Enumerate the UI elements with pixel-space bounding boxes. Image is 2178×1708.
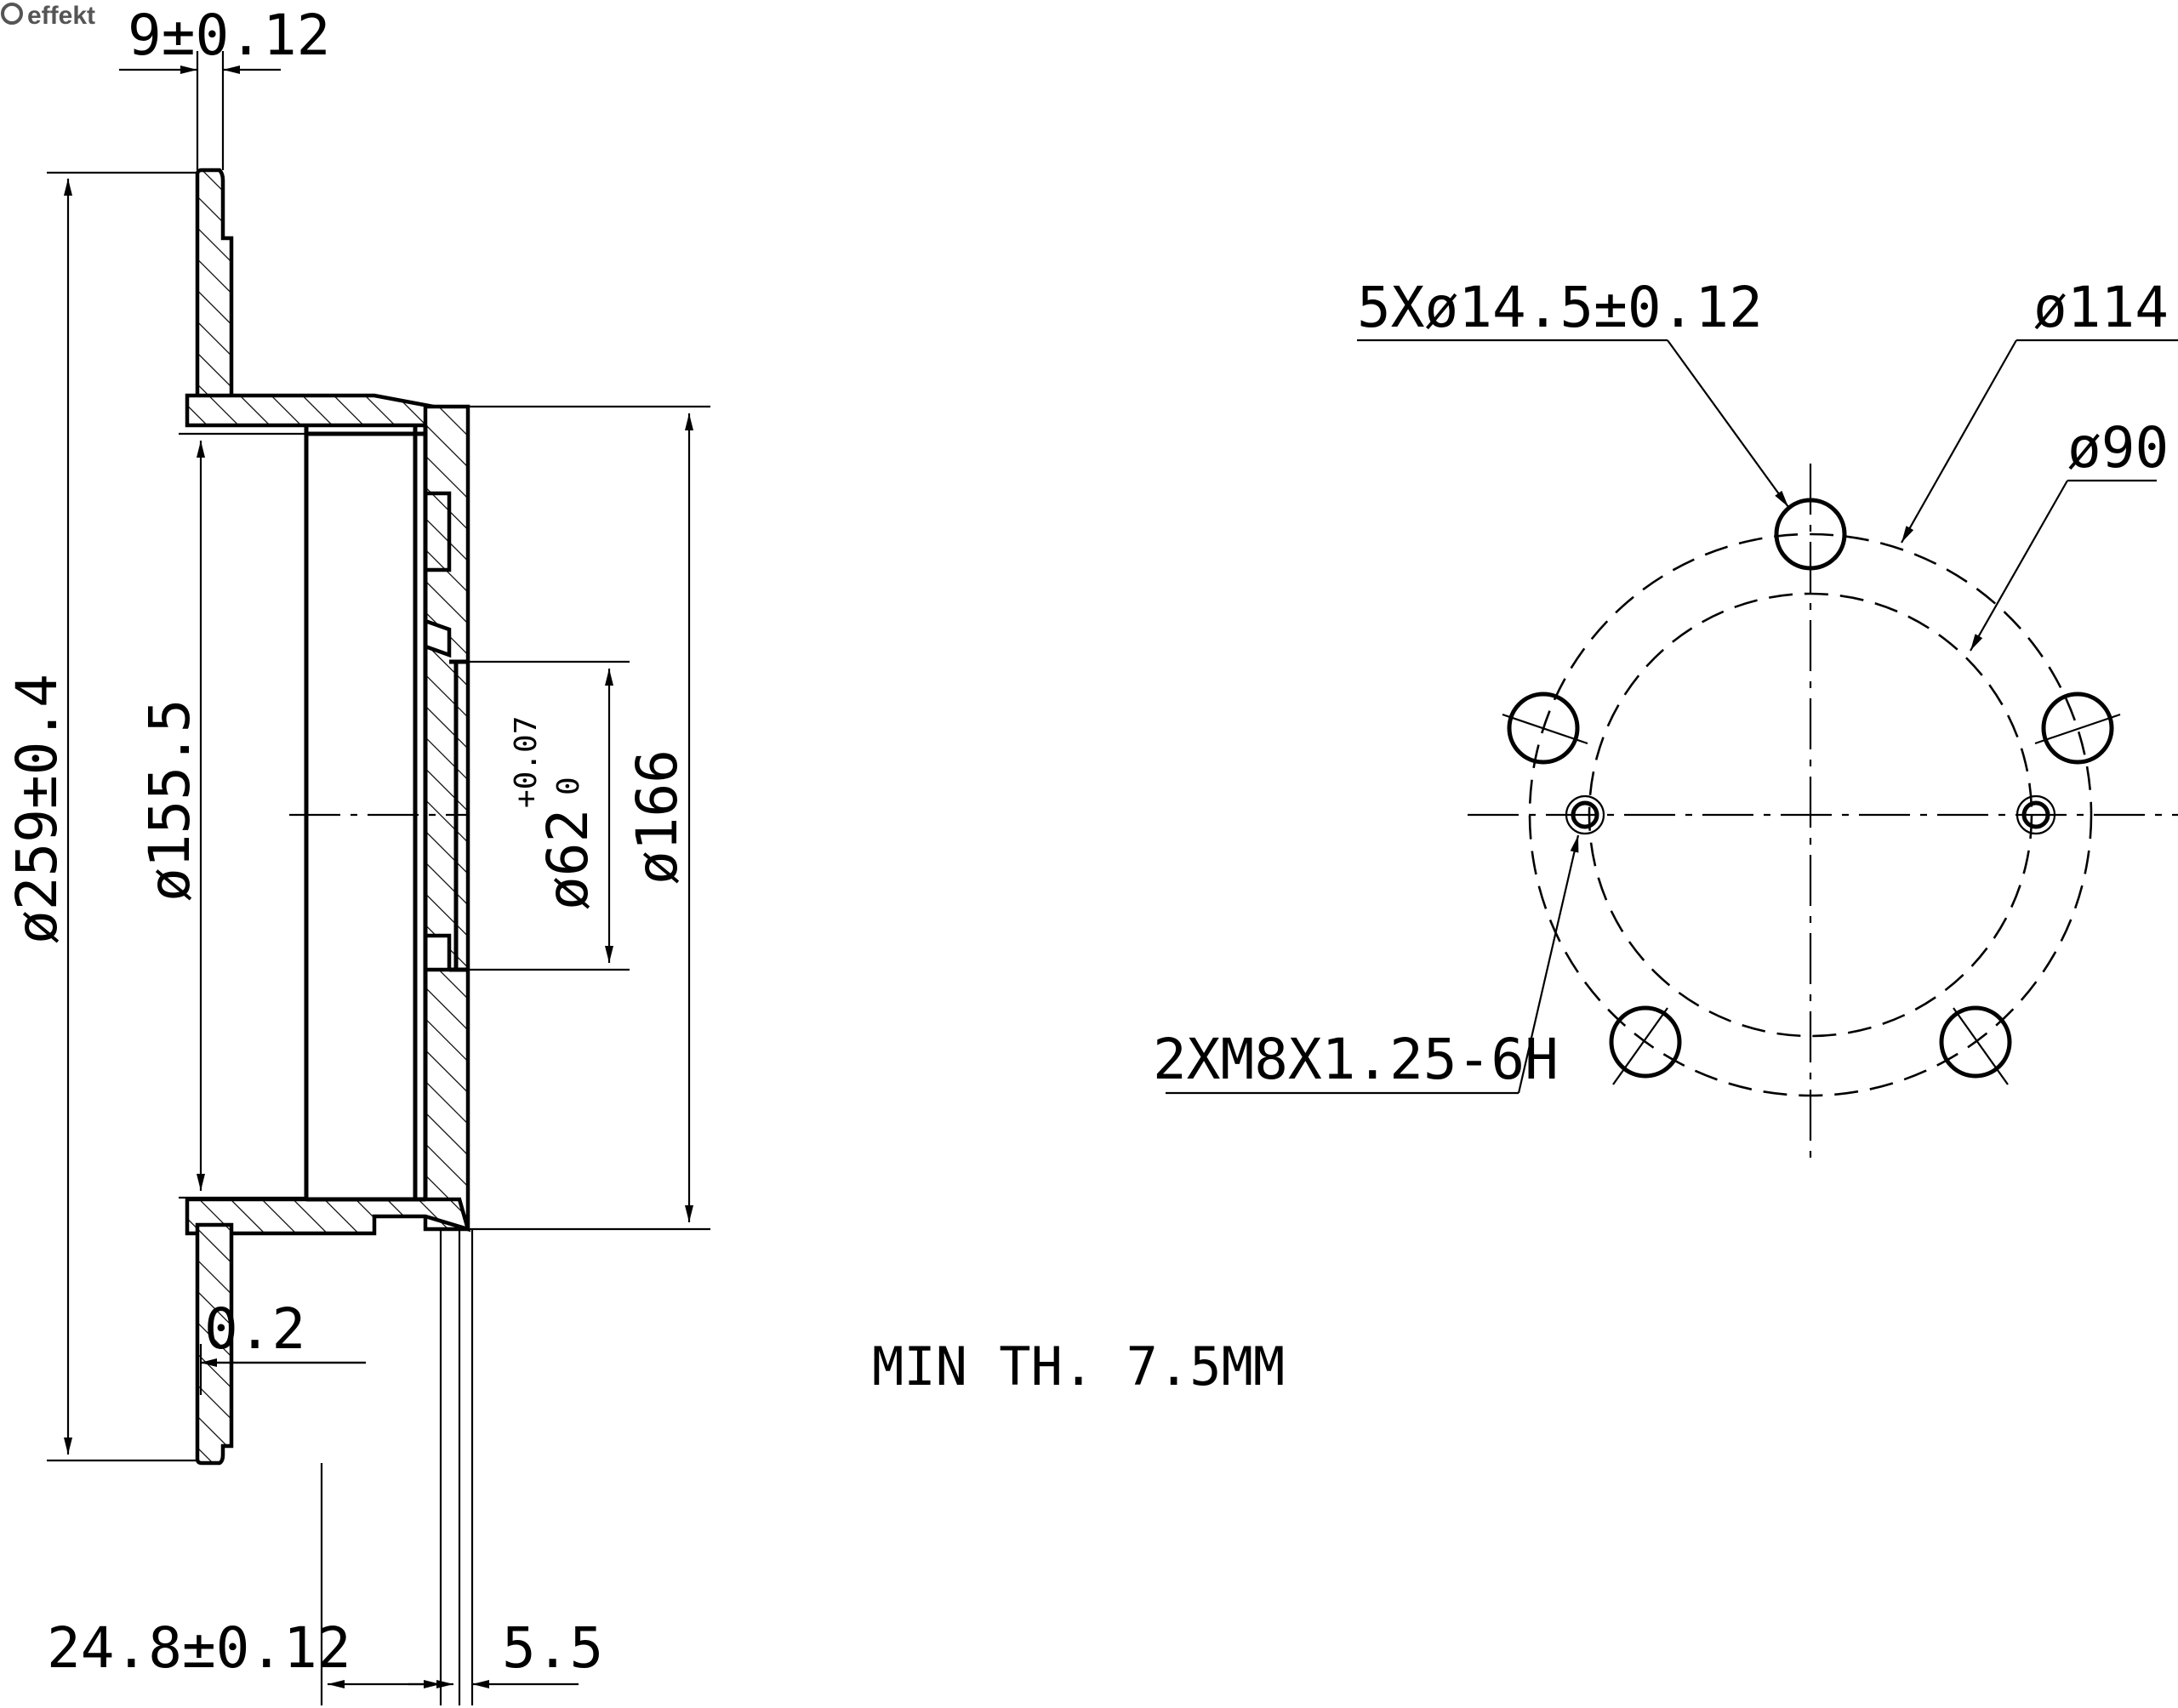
threaded-hole [2016,794,2056,835]
dim-hat-diameter: ø166 [624,749,690,885]
pcd-circle [1528,532,2093,1097]
threaded-holes [1565,794,2056,835]
bolt-hole [1774,498,1847,571]
label-threaded-holes: 2XM8X1.25-6H [1153,1027,1559,1092]
bolt-hole [2041,692,2114,765]
dim-inner-bore: ø155.5 [137,699,202,902]
label-bolt-holes: 5Xø14.5±0.12 [1357,275,1763,340]
friction-ring-top [195,168,234,411]
bolt-hole [1939,1005,2012,1079]
threaded-hole [1571,800,1599,829]
inner-circle [1588,592,2033,1038]
bolt-hole [1609,1005,1682,1079]
note-min-thickness: MIN TH. 7.5MM [872,1335,1285,1398]
dim-runout: 0.2 [204,1296,305,1362]
effekt-logo-icon [1,3,23,25]
hat-step-top [185,393,461,428]
dim-center-bore: ø62 [535,809,601,910]
dim-center-bore-tol-lower: 0 [551,777,586,795]
section-view: 9±0.12 ø259±0.4 ø155.5 ø62 +0.07 0 ø166 … [4,3,710,1705]
dim-outer-diameter: ø259±0.4 [4,674,70,944]
hat-wall [423,404,470,1232]
brand-logo-text: effekt [27,2,95,30]
bolt-holes [1502,498,2121,1085]
front-view: 5Xø14.5±0.12 ø114.3 ø90 2XM8X1.25-6H [1153,275,2178,1165]
threaded-hole [2021,800,2050,829]
brand-logo: effekt [1,2,95,30]
dim-hat-thickness: 5.5 [502,1615,603,1681]
dim-flange-thickness: 9±0.12 [128,3,330,68]
threaded-hole [1565,794,1605,835]
friction-ring-bottom [195,1222,234,1466]
dim-center-bore-tol-upper: +0.07 [509,716,544,808]
bolt-hole [1507,692,1580,765]
dim-overall-height: 24.8±0.12 [47,1615,351,1681]
label-inner-circle: ø90 [2067,415,2169,481]
label-pcd: ø114.3 [2033,275,2178,340]
